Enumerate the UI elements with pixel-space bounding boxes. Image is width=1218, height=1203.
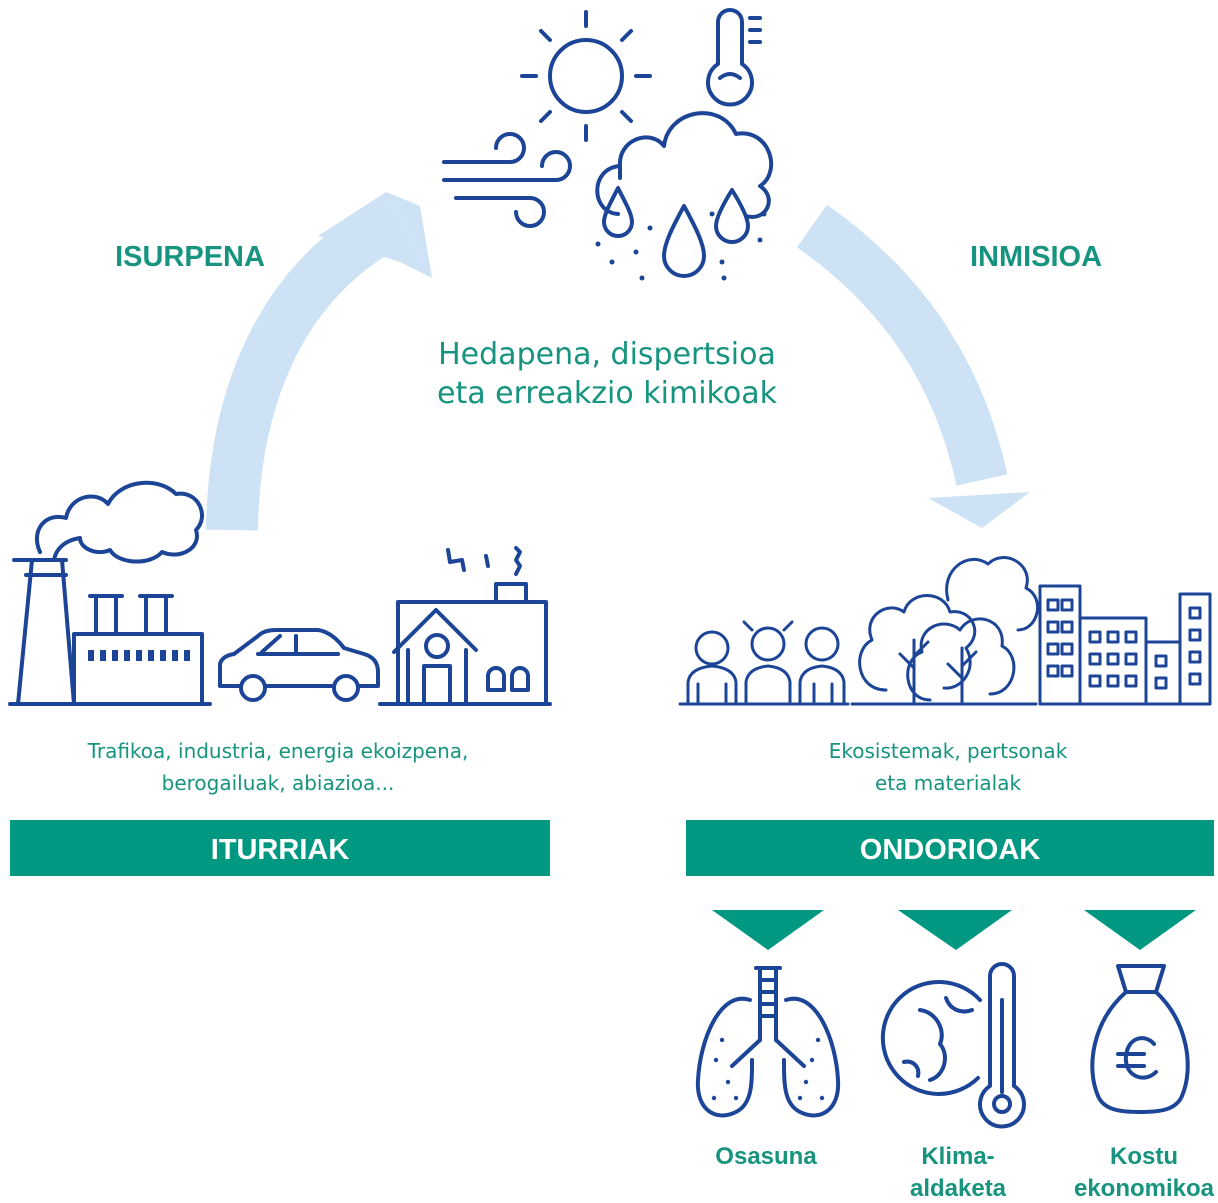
effects-bar [686, 820, 1214, 876]
effect-label-health: Osasuna [715, 1143, 817, 1170]
process-text-line1: Hedapena, dispertsioa [438, 337, 776, 372]
emission-label: ISURPENA [115, 241, 265, 273]
sources-bar [10, 820, 550, 876]
sources-text-line2: berogailuak, abiazioa... [162, 771, 395, 795]
effects-bar-label: ONDORIOAK [860, 834, 1041, 866]
trees-icon [850, 556, 1039, 706]
effect-label-climate-line1: Klima- [921, 1143, 994, 1170]
lungs-icon [695, 966, 841, 1118]
immission-label: INMISIOA [970, 241, 1102, 273]
process-text-line2: eta erreakzio kimikoak [437, 376, 778, 411]
sun-icon [520, 10, 652, 142]
money-bag-icon [1090, 964, 1190, 1114]
receptors-text-line1: Ekosistemak, pertsonak [829, 739, 1068, 763]
sources-bar-label: ITURRIAK [211, 834, 350, 866]
people-icon [678, 620, 850, 706]
car-icon [218, 628, 380, 702]
thermometer-icon [706, 8, 762, 107]
rain-dots [595, 211, 767, 281]
effect-arrow-cost [1084, 910, 1196, 950]
effect-arrow-health [712, 910, 824, 950]
lungs-dots [711, 1037, 825, 1101]
emission-arrow [206, 192, 432, 531]
buildings-icon [1038, 584, 1212, 706]
immission-arrow [796, 204, 1030, 528]
effect-label-climate-line2: aldaketa [910, 1175, 1007, 1202]
wind-icon [442, 132, 572, 228]
globe-thermometer-icon [880, 962, 1026, 1129]
effect-label-cost-line2: ekonomikoa [1074, 1175, 1215, 1202]
effect-label-cost-line1: Kostu [1110, 1143, 1178, 1170]
factory-icon [8, 480, 212, 706]
house-icon [378, 546, 552, 706]
effect-arrow-climate [898, 910, 1012, 950]
sources-text-line1: Trafikoa, industria, energia ekoizpena, [87, 739, 469, 763]
rain-cloud-icon [595, 111, 774, 278]
receptors-text-line2: eta materialak [875, 771, 1021, 795]
